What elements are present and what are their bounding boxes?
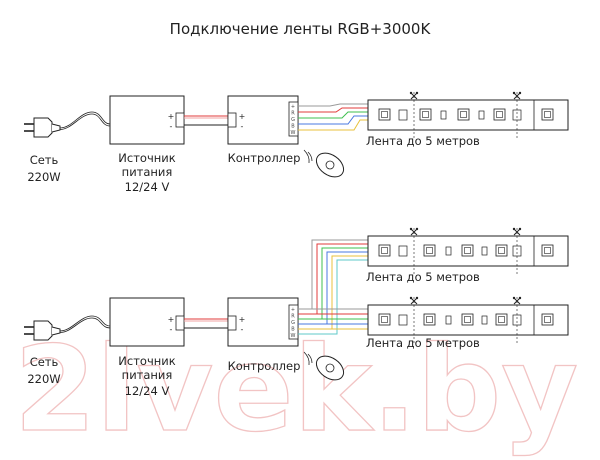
- ctrl-out-w-2: W: [291, 333, 296, 339]
- led-strip-upper: [367, 227, 569, 274]
- power-supply: [109, 95, 185, 145]
- ctrl-out-g-2: G: [291, 320, 295, 326]
- mains-voltage-2: 220W: [27, 372, 60, 386]
- cut-mark-icon: [512, 227, 522, 274]
- ctrl-out-r-2: R: [291, 314, 295, 320]
- ctrl-out-plus-2: +: [291, 307, 295, 313]
- cut-mark-icon: [409, 227, 419, 274]
- psu-minus: -: [170, 122, 173, 131]
- cut-mark-icon: [409, 91, 419, 138]
- led-chip-icon: [378, 313, 391, 326]
- ctrl-out-r: R: [291, 111, 295, 117]
- cut-mark-icon: [512, 296, 522, 343]
- ctrl-minus-2: -: [241, 325, 244, 334]
- controller-label: Контроллер: [228, 151, 301, 165]
- psu-label: Источник: [118, 151, 175, 165]
- plug-icon: [24, 117, 61, 138]
- led-chip-icon: [378, 244, 391, 257]
- ctrl-out-plus: +: [291, 104, 295, 110]
- ctrl-minus: -: [241, 122, 244, 131]
- mains-label-2: Сеть: [30, 355, 59, 369]
- psu-minus-2: -: [170, 325, 173, 334]
- cut-mark-icon: [512, 91, 522, 138]
- psu-label-b: Источник: [118, 354, 175, 368]
- remote-icon: [303, 149, 345, 178]
- bottom-diagram: Сеть 220W + - Источник питания 12/24 V +…: [24, 227, 569, 398]
- controller-label-2: Контроллер: [228, 359, 301, 373]
- psu-plus-2: +: [168, 315, 175, 324]
- led-strip-lower: [367, 296, 569, 343]
- cut-mark-icon: [409, 296, 419, 343]
- ctrl-out-g: G: [291, 117, 295, 123]
- mains-label: Сеть: [30, 153, 59, 167]
- mains-voltage: 220W: [27, 170, 60, 184]
- ctrl-plus-2: +: [239, 315, 246, 324]
- psu-label-b2: питания: [122, 368, 173, 382]
- diagram-title: Подключение ленты RGB+3000K: [170, 20, 432, 38]
- strip-label: Лента до 5 метров: [366, 134, 480, 148]
- ctrl-out-b-2: B: [291, 327, 295, 333]
- psu-voltage: 12/24 V: [125, 180, 170, 194]
- controller: [227, 95, 299, 145]
- psu-plus: +: [168, 112, 175, 121]
- remote-icon: [303, 351, 345, 381]
- ctrl-plus: +: [239, 112, 246, 121]
- plug-icon: [24, 320, 61, 341]
- ctrl-out-b: B: [291, 124, 295, 130]
- top-diagram: Сеть 220W + - Источник питания 12/24 V +…: [24, 91, 569, 194]
- psu-voltage-b: 12/24 V: [125, 384, 170, 398]
- ctrl-out-w: W: [291, 130, 296, 136]
- led-strip: [367, 91, 569, 138]
- led-chip-icon: [378, 108, 391, 121]
- psu-label-2: питания: [122, 165, 173, 179]
- strip2-label: Лента до 5 метров: [366, 336, 480, 350]
- strip1-label: Лента до 5 метров: [366, 270, 480, 284]
